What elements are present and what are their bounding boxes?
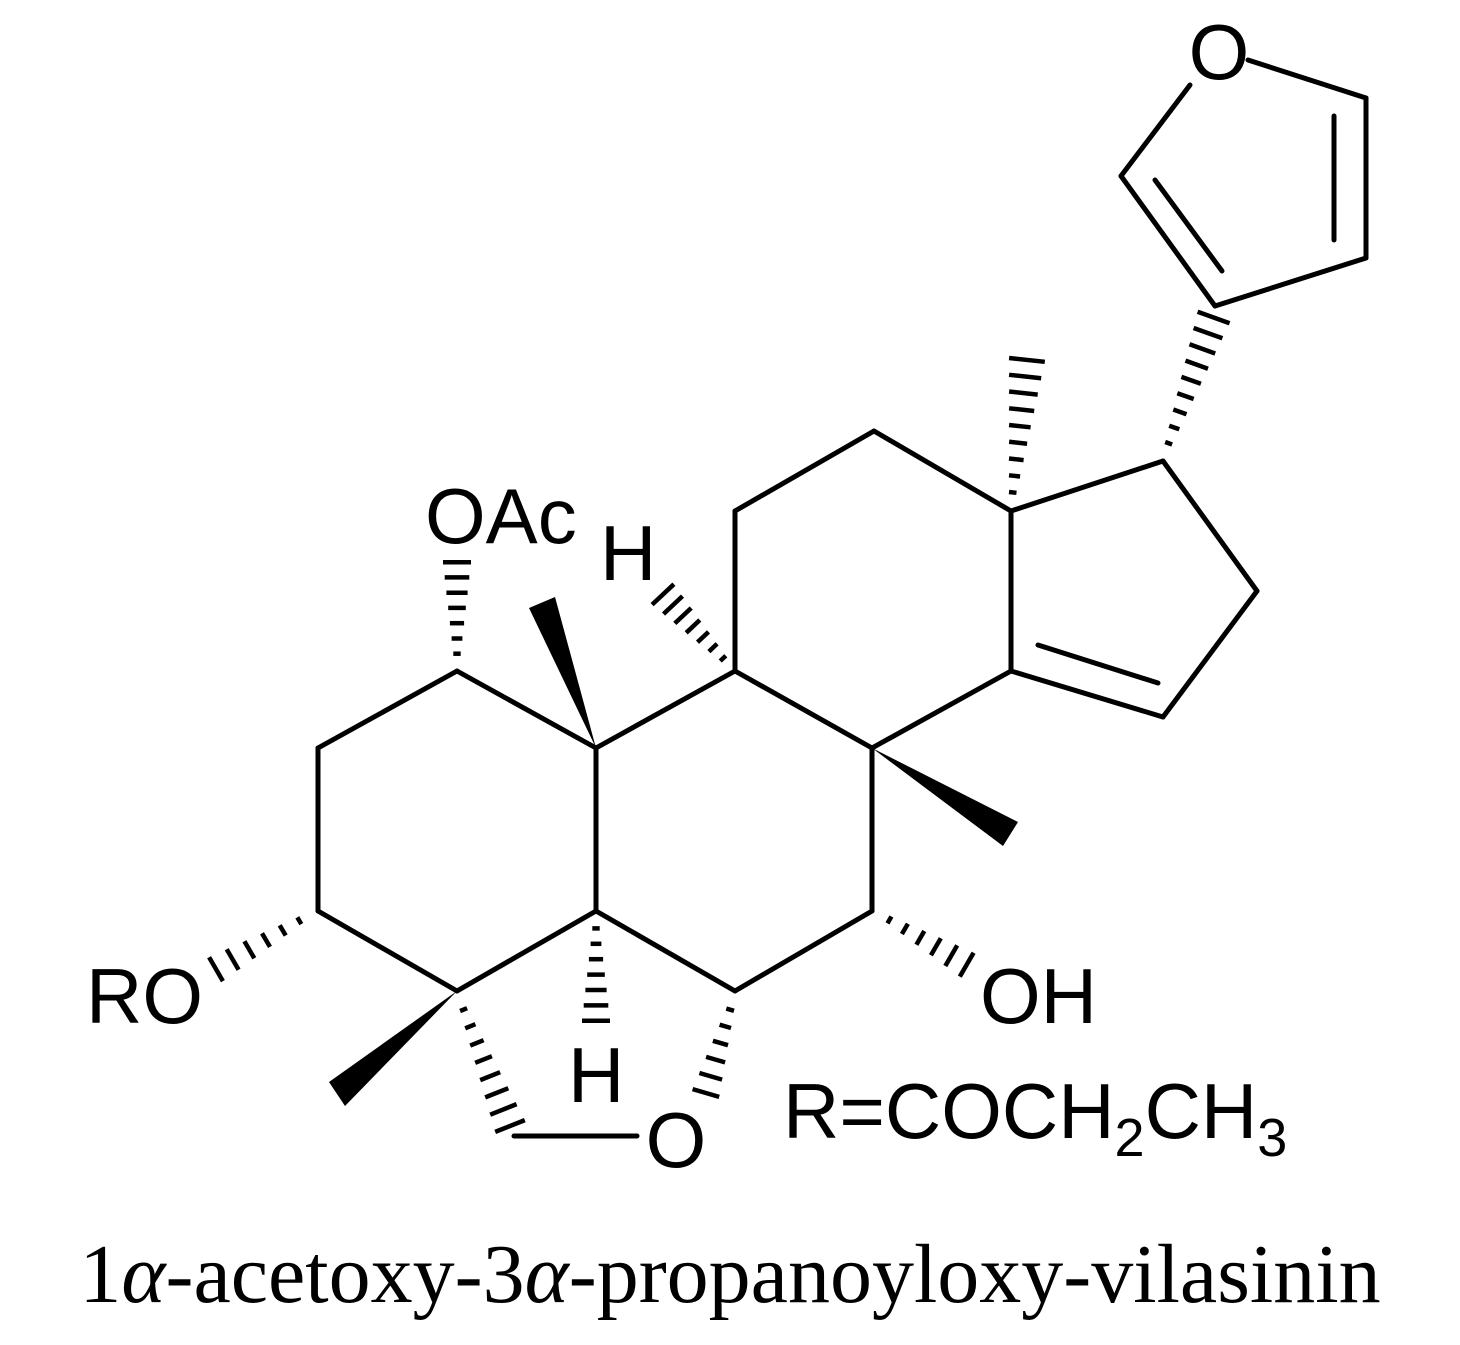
hash-c3-ro-stroke bbox=[224, 948, 241, 971]
ring-c-bonds bbox=[732, 428, 1014, 751]
ro-label: RO bbox=[86, 952, 203, 1040]
wedge-c4-methyl bbox=[329, 991, 457, 1106]
furan-ring-bonds bbox=[1118, 57, 1369, 309]
hash-c3-ro-stroke bbox=[295, 916, 304, 926]
ring-b-bonds bbox=[593, 668, 875, 994]
hash-c3-ro-stroke bbox=[242, 940, 257, 960]
atom-labels: O OAc H RO OH H O bbox=[86, 8, 1249, 1184]
hash-c7-oh-stroke bbox=[957, 951, 976, 978]
hash-c4-ch2-stroke bbox=[479, 1070, 501, 1083]
r-group-subscript-3: 3 bbox=[1257, 1108, 1287, 1168]
hash-c13-methyl-stroke bbox=[1008, 489, 1017, 496]
hash-c9-h-stroke bbox=[695, 630, 711, 644]
hash-c6-o-stroke bbox=[691, 1086, 720, 1100]
hash-c4-ch2-stroke bbox=[489, 1102, 518, 1117]
hash-c13-methyl-stroke bbox=[1008, 439, 1028, 446]
oh-label: OH bbox=[980, 952, 1097, 1040]
hash-c4-ch2-stroke bbox=[484, 1086, 510, 1100]
hashed-bonds bbox=[207, 309, 1231, 1134]
wedge-bonds bbox=[329, 597, 1018, 1106]
hash-c7-oh-stroke bbox=[885, 915, 894, 925]
hash-c6-o-stroke bbox=[712, 1038, 729, 1048]
hash-c7-oh-stroke bbox=[943, 944, 960, 968]
hash-c9-h-stroke bbox=[650, 582, 676, 607]
h5-label: H bbox=[568, 1031, 624, 1119]
r-group-prefix: R=COCH bbox=[783, 1067, 1115, 1155]
compound-name-alpha1: α bbox=[121, 1228, 167, 1321]
hash-c13-methyl-stroke bbox=[1008, 372, 1042, 381]
hash-c9-h-stroke bbox=[661, 594, 685, 616]
hash-c9-h-stroke bbox=[718, 654, 728, 663]
compound-name-caption: 1α-acetoxy-3α-propanoyloxy-vilasinin bbox=[79, 1228, 1380, 1321]
hash-c13-methyl-stroke bbox=[1008, 422, 1031, 430]
r-group-middle: CH bbox=[1145, 1067, 1258, 1155]
furan-oxygen-label: O bbox=[1189, 8, 1250, 96]
hash-c6-o-stroke bbox=[725, 1006, 735, 1013]
wedge-c8-methyl bbox=[872, 748, 1018, 846]
compound-name-part3: -propanoyloxy-vilasinin bbox=[569, 1228, 1381, 1321]
hash-c17-furan-stroke bbox=[1196, 309, 1231, 326]
hash-c7-oh-stroke bbox=[914, 929, 927, 946]
hash-c7-oh-stroke bbox=[899, 922, 910, 936]
hash-c4-ch2-stroke bbox=[469, 1038, 485, 1048]
ring-a-bonds bbox=[315, 668, 599, 994]
hash-c9-h-stroke bbox=[707, 642, 719, 654]
oac-label: OAc bbox=[425, 472, 577, 560]
r-group-definition: R=COCH2CH3 bbox=[783, 1067, 1287, 1168]
hash-c13-methyl-stroke bbox=[1008, 389, 1038, 397]
hash-c17-furan-stroke bbox=[1180, 374, 1202, 386]
hash-c6-o-stroke bbox=[718, 1022, 732, 1031]
wedge-c10-methyl bbox=[529, 597, 596, 748]
hash-c6-o-stroke bbox=[698, 1070, 723, 1082]
hash-c17-furan-stroke bbox=[1192, 325, 1224, 341]
ring-d-bonds bbox=[1008, 458, 1260, 720]
hash-c13-methyl-stroke bbox=[1008, 406, 1035, 414]
hash-c17-furan-stroke bbox=[1172, 407, 1188, 417]
ether-oxygen-label: O bbox=[646, 1096, 707, 1184]
hash-c17-furan-stroke bbox=[1176, 391, 1195, 402]
hash-c13-methyl-stroke bbox=[1008, 473, 1021, 479]
hash-c6-o-stroke bbox=[705, 1054, 726, 1065]
hash-c7-oh-stroke bbox=[928, 937, 943, 957]
hash-c9-h-stroke bbox=[684, 618, 702, 635]
hash-c13-methyl-stroke bbox=[1008, 456, 1024, 463]
hash-c4-ch2-stroke bbox=[494, 1118, 526, 1134]
hash-c4-ch2-stroke bbox=[474, 1054, 493, 1065]
compound-name-part2: -acetoxy-3 bbox=[165, 1228, 524, 1321]
r-group-subscript-2: 2 bbox=[1115, 1108, 1145, 1168]
hash-c17-furan-stroke bbox=[1168, 423, 1181, 432]
hash-c3-ro-stroke bbox=[260, 932, 272, 949]
hash-c17-furan-stroke bbox=[1164, 439, 1173, 447]
hash-c13-methyl-stroke bbox=[1008, 355, 1046, 365]
compound-name-alpha2: α bbox=[525, 1228, 571, 1321]
compound-name-part1: 1 bbox=[79, 1228, 121, 1321]
hash-c4-ch2-stroke bbox=[464, 1022, 477, 1031]
hash-c3-ro-stroke bbox=[277, 924, 288, 937]
hash-c4-ch2-stroke bbox=[459, 1006, 468, 1014]
hash-c3-ro-stroke bbox=[207, 956, 225, 983]
hash-c17-furan-stroke bbox=[1184, 358, 1209, 371]
hash-c9-h-stroke bbox=[673, 606, 693, 626]
hash-c17-furan-stroke bbox=[1188, 342, 1216, 356]
h9-label: H bbox=[600, 509, 656, 597]
